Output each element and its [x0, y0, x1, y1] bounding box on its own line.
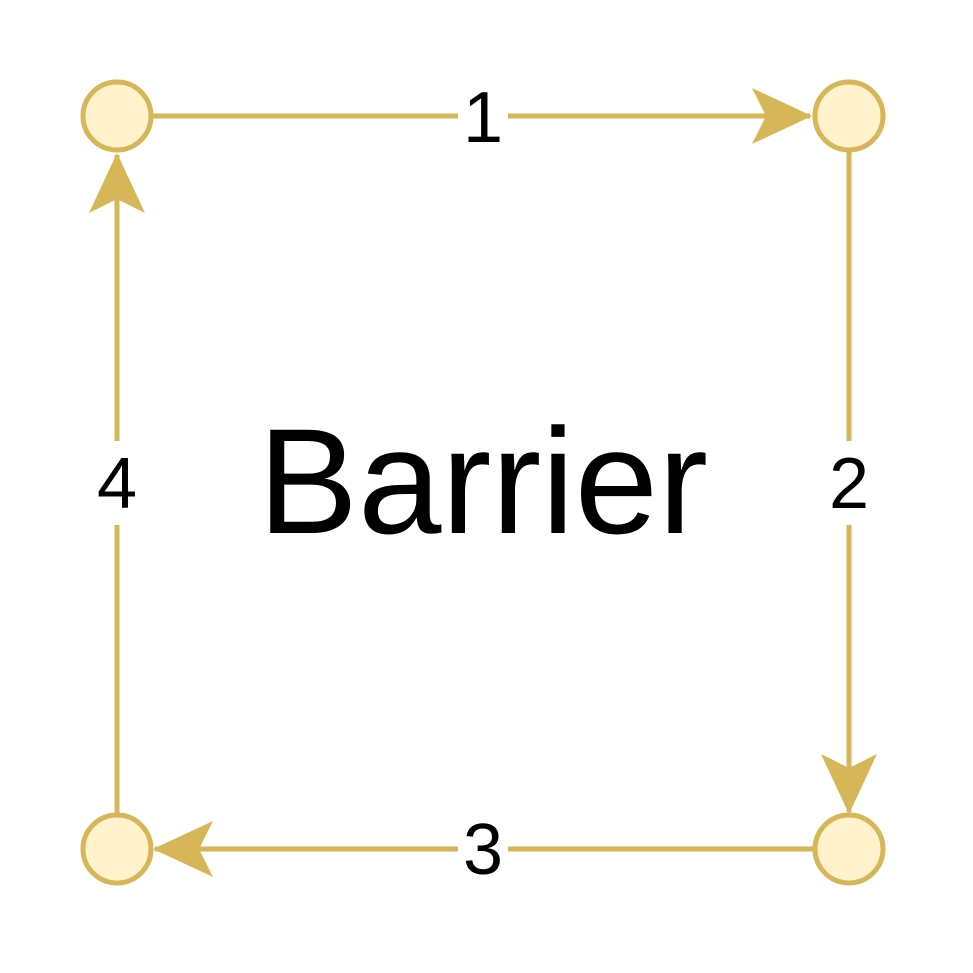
edge-3-label-bg — [458, 809, 508, 889]
edge-1-label: 1 — [463, 78, 503, 158]
edge-4-label: 4 — [97, 444, 137, 524]
node-top-right[interactable] — [812, 79, 886, 153]
nodes — [80, 79, 886, 886]
node-bottom-left[interactable] — [80, 812, 154, 886]
edge-1-label-bg — [458, 76, 508, 156]
node-top-left[interactable] — [80, 79, 154, 153]
edge-2-label-bg — [824, 441, 874, 525]
center-label: Barrier — [258, 397, 708, 565]
edge-4-label-bg — [92, 441, 142, 525]
node-bottom-right[interactable] — [812, 812, 886, 886]
edge-3-label: 3 — [463, 810, 503, 890]
edge-2-label: 2 — [829, 444, 869, 524]
edge-labels: 1 2 3 4 — [92, 76, 874, 890]
